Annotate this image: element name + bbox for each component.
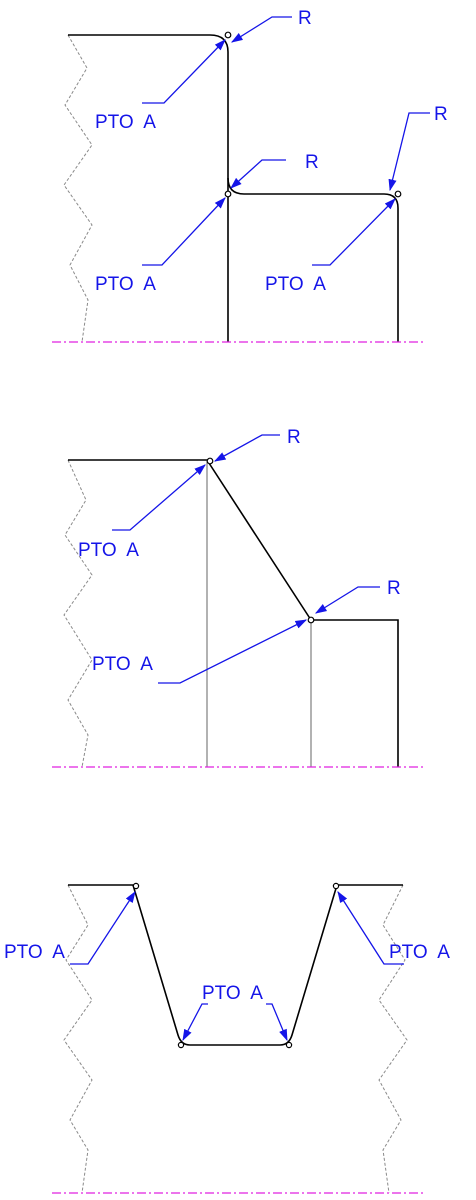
fillet-point-marker <box>332 882 340 890</box>
point-leader <box>142 39 226 104</box>
radius-leader <box>231 16 292 43</box>
point-label: PTO A <box>95 274 156 295</box>
point-label: PTO A <box>4 942 65 963</box>
fillet-point-marker <box>307 616 315 624</box>
break-line <box>63 34 93 343</box>
fillet-point-marker <box>206 457 214 465</box>
figure-stepped-fillets: R R R PTO A PTO A PTO A <box>52 8 448 343</box>
radius-label: R <box>434 104 448 125</box>
radius-leader <box>230 159 286 189</box>
point-leader <box>312 198 396 266</box>
part-outline-step <box>227 177 399 342</box>
point-label: PTO A <box>95 112 156 133</box>
point-leader <box>70 891 136 965</box>
fillet-point-marker <box>285 1041 293 1049</box>
fillet-point-marker <box>132 882 140 890</box>
radius-label: R <box>287 427 301 448</box>
point-leader <box>337 891 404 965</box>
point-label: PTO A <box>389 942 450 963</box>
point-leader <box>182 1003 208 1042</box>
point-leader <box>112 464 206 531</box>
part-outline <box>68 34 229 342</box>
radius-label: R <box>305 152 319 173</box>
figure-groove: PTO A PTO A PTO A <box>4 882 450 1194</box>
fillet-point-marker <box>224 190 232 198</box>
radius-leader <box>213 434 280 462</box>
point-label: PTO A <box>78 540 139 561</box>
point-leader <box>266 1003 288 1042</box>
fillet-point-marker <box>224 31 232 39</box>
fillet-point-marker <box>177 1041 185 1049</box>
break-line <box>63 884 93 1194</box>
radius-label: R <box>298 8 312 29</box>
part-outline <box>68 459 399 767</box>
point-leader <box>158 619 308 684</box>
point-label: PTO A <box>265 274 326 295</box>
fillet-point-marker <box>394 190 402 198</box>
radius-label: R <box>387 578 401 599</box>
radius-leader <box>315 586 380 614</box>
point-label: PTO A <box>92 654 153 675</box>
break-line <box>378 884 408 1194</box>
point-leader <box>142 197 226 266</box>
break-line <box>63 459 93 768</box>
radius-leader <box>388 112 430 192</box>
point-label: PTO A <box>202 983 263 1004</box>
part-outline <box>68 884 403 1046</box>
figure-taper: R R PTO A PTO A <box>52 427 424 768</box>
